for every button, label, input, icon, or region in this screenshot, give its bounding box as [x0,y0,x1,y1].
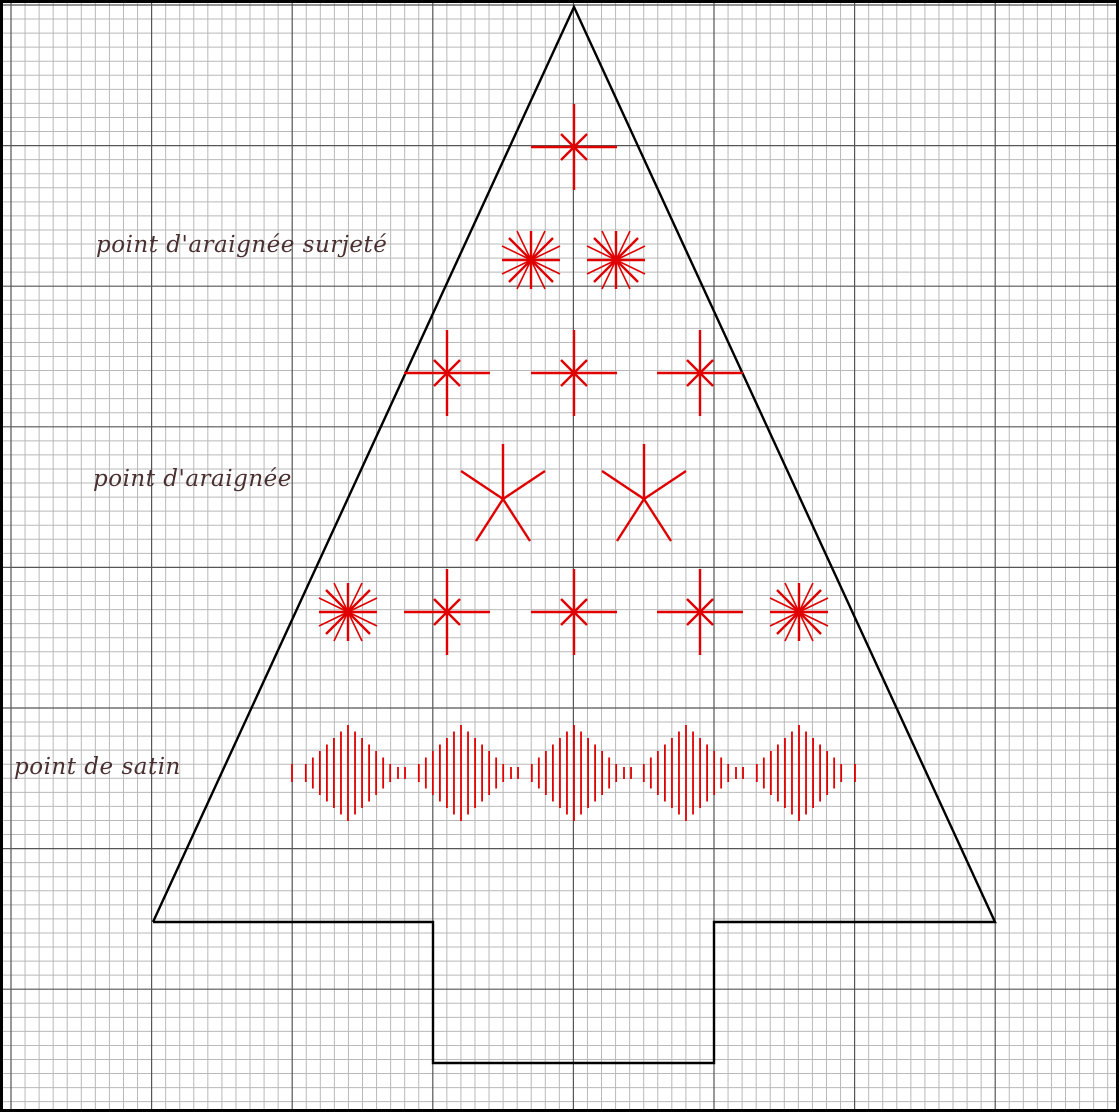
stitch-thread [602,471,644,499]
stitch-thread [503,499,530,541]
overcast-spider-stitch [587,231,645,289]
stitch-thread [461,471,503,499]
star-plus-stitch [531,104,617,190]
overcast-spider-stitch [770,583,828,641]
label-spider-stitch: point d'araignée [93,468,292,491]
stitch-thread [617,499,644,541]
overcast-spider-stitch [502,231,560,289]
stitch-thread [503,471,545,499]
label-overcast-spider-stitch: point d'araignée surjeté [96,234,387,257]
overcast-spider-stitch [319,583,377,641]
label-satin-stitch: point de satin [14,756,181,779]
stitch-thread [644,471,686,499]
